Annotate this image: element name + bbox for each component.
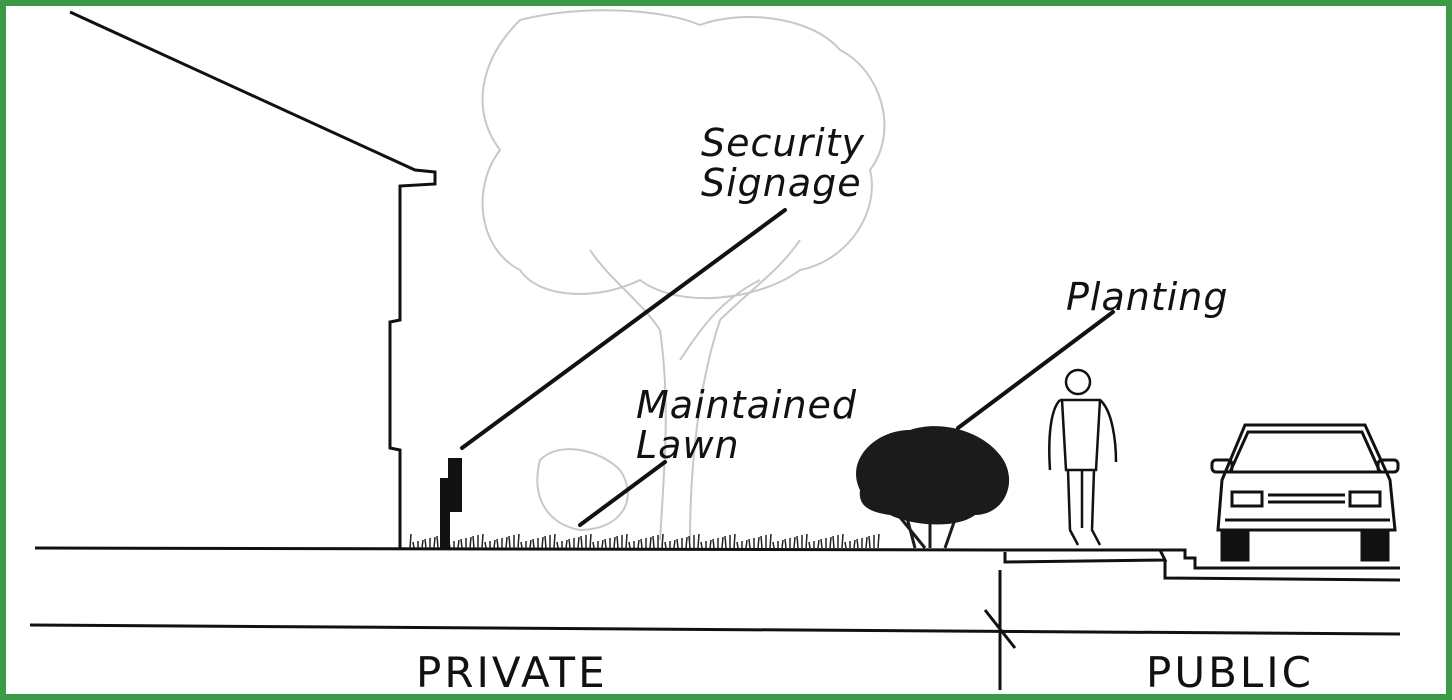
house-outline <box>69 10 437 548</box>
section-drawing <box>29 9 1401 690</box>
security-label-line2: Signage <box>701 160 862 205</box>
lawn-grass <box>409 533 880 549</box>
ground-lines <box>29 546 1401 690</box>
private-zone-label: PRIVATE <box>416 648 608 697</box>
security-signage-label: Security Signage <box>701 121 866 205</box>
security-label-line1: Security <box>701 121 866 165</box>
car-icon <box>1210 423 1400 562</box>
person-icon <box>1048 368 1118 546</box>
planting-label: Planting <box>1066 275 1229 319</box>
public-zone-label: PUBLIC <box>1146 648 1314 697</box>
lawn-label-line1: Maintained <box>636 383 858 427</box>
tree-sketch-icon <box>481 9 886 541</box>
maintained-lawn-label: Maintained Lawn <box>636 383 858 467</box>
lawn-label-line2: Lawn <box>636 422 740 467</box>
shrub-icon <box>856 426 1010 549</box>
sign-post-icon <box>440 458 462 550</box>
leader-lines <box>460 208 1115 527</box>
